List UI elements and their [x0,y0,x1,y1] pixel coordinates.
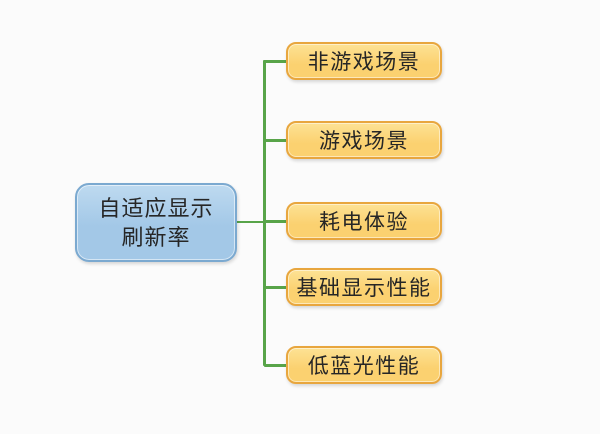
branch-node-label: 基础显示性能 [296,277,432,300]
branch-node-power-consumption[interactable]: 耗电体验 [286,202,442,240]
branch-node-basic-display-performance[interactable]: 基础显示性能 [286,268,442,306]
connector-root-to-trunk [236,220,266,223]
branch-node-label: 低蓝光性能 [307,355,421,378]
root-node-label: 自适应显示 刷新率 [98,195,214,250]
branch-node-gaming-scene[interactable]: 游戏场景 [286,121,442,159]
connector-branch-4 [264,286,288,289]
branch-node-label: 游戏场景 [319,130,409,153]
branch-node-label: 耗电体验 [319,211,409,234]
connector-trunk [263,60,266,366]
branch-node-low-blue-light[interactable]: 低蓝光性能 [286,346,442,384]
connector-branch-3 [264,220,288,223]
root-node-adaptive-refresh-rate[interactable]: 自适应显示 刷新率 [75,183,237,262]
connector-branch-5 [264,364,288,367]
connector-branch-2 [264,139,288,142]
branch-node-label: 非游戏场景 [307,51,421,74]
branch-node-non-gaming-scene[interactable]: 非游戏场景 [286,42,442,80]
connector-branch-1 [264,60,288,63]
